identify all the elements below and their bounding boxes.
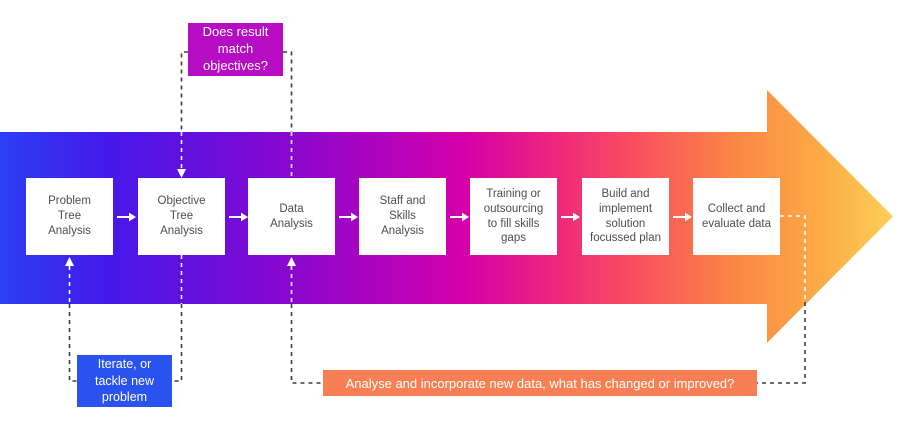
connector-arrowheads bbox=[65, 169, 296, 266]
step-label: Collect and evaluate data bbox=[701, 202, 772, 230]
step-objective-tree-analysis: Objective Tree Analysis bbox=[138, 178, 225, 255]
step-label: Data Analysis bbox=[270, 202, 313, 230]
step-build-implement-plan: Build and implement solution focussed pl… bbox=[582, 178, 669, 255]
step-collect-evaluate-data: Collect and evaluate data bbox=[693, 178, 780, 255]
step-arrows bbox=[117, 212, 692, 222]
note-does-result-match-objectives: Does result match objectives? bbox=[188, 23, 283, 76]
step-problem-tree-analysis: Problem Tree Analysis bbox=[26, 178, 113, 255]
dashed-connectors-outside bbox=[68, 51, 806, 384]
step-label: Staff and Skills Analysis bbox=[379, 195, 426, 237]
dashed-connectors-inside bbox=[68, 132, 806, 304]
step-label: Problem Tree Analysis bbox=[48, 195, 91, 237]
step-data-analysis: Data Analysis bbox=[248, 178, 335, 255]
gradient-arrow-shape bbox=[0, 90, 893, 343]
step-label: Training or outsourcing to fill skills g… bbox=[483, 188, 544, 245]
step-staff-skills-analysis: Staff and Skills Analysis bbox=[359, 178, 446, 255]
note-analyse-and-incorporate-new-data: Analyse and incorporate new data, what h… bbox=[323, 370, 757, 396]
step-label: Objective Tree Analysis bbox=[157, 195, 206, 237]
step-training-outsourcing: Training or outsourcing to fill skills g… bbox=[470, 178, 557, 255]
step-label: Build and implement solution focussed pl… bbox=[590, 188, 661, 245]
note-iterate-or-tackle-new-problem: Iterate, or tackle new problem bbox=[77, 355, 172, 407]
